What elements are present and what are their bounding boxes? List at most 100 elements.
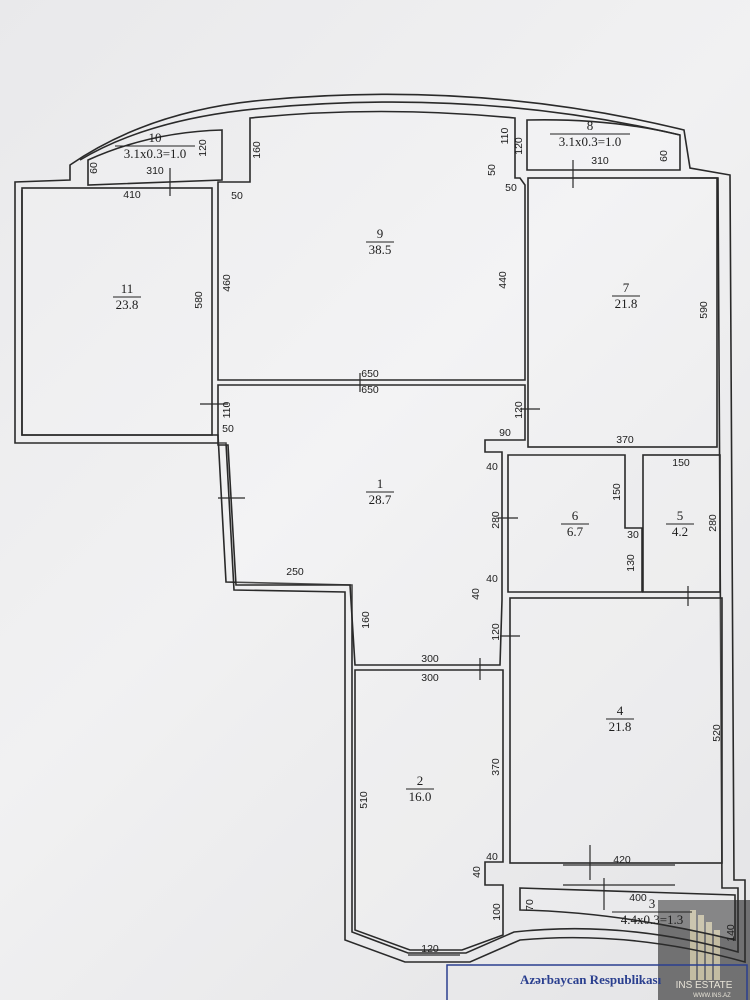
dimension-label: 40 [486,461,498,473]
dimension-label: 160 [360,611,372,629]
dimension-label: 310 [146,165,164,177]
dimension-label: 60 [88,162,100,174]
dimension-label: 90 [499,427,511,439]
dimension-label: 60 [658,150,670,162]
room-label-4: 421.8 [606,703,634,734]
room-2 [354,669,504,951]
dimension-label: 70 [524,899,536,911]
room-area: 4.4x0.3=1.3 [621,912,684,927]
dimension-label: 370 [616,434,634,446]
dimension-label: 160 [251,141,263,159]
room-7 [527,177,718,448]
dimension-label: 370 [490,758,502,776]
dimension-label: 520 [711,724,723,742]
room-number: 2 [417,773,424,788]
room-10 [87,129,223,186]
room-11 [21,187,213,436]
outer-wall [14,93,746,964]
room-area: 6.7 [567,524,584,539]
dimension-label: 120 [513,137,525,155]
dimension-label: 100 [491,903,503,921]
dimension-label: 110 [499,127,511,144]
room-area: 38.5 [369,242,392,257]
room-1 [217,384,526,666]
dimension-label: 40 [486,573,498,585]
dimension-label: 150 [672,457,690,469]
outer-wall-inner [21,177,739,954]
dimension-label: 50 [231,190,243,202]
dimension-label: 440 [497,271,509,289]
dimension-label: 50 [505,182,517,194]
room-area: 21.8 [609,719,632,734]
room-label-8: 83.1x0.3=1.0 [550,118,630,149]
room-label-9: 938.5 [366,226,394,257]
dimension-label: 300 [421,672,439,684]
room-number: 10 [149,130,162,145]
dimension-label: 150 [611,483,623,501]
dimension-label: 510 [358,791,370,809]
dimension-label: 50 [486,164,498,176]
room-label-1: 128.7 [366,476,394,507]
room-label-2: 216.0 [406,773,434,804]
dimension-label: 590 [698,301,710,319]
room-area: 3.1x0.3=1.0 [124,146,187,161]
room-label-10: 103.1x0.3=1.0 [115,130,195,161]
room-8 [526,119,681,171]
dimension-label: 140 [725,924,737,942]
room-4 [509,597,723,864]
room-area: 23.8 [116,297,139,312]
dimension-label: 400 [629,892,647,904]
dimension-label: 40 [471,866,483,878]
dimension-label: 420 [613,854,631,866]
dimension-label: 120 [490,623,502,641]
dimension-label: 250 [286,566,304,578]
dimension-label: 310 [591,155,609,167]
room-area: 3.1x0.3=1.0 [559,134,622,149]
room-area: 4.2 [672,524,688,539]
room-area: 16.0 [409,789,432,804]
dimension-label: 120 [197,139,209,157]
room-number: 4 [617,703,624,718]
room-labels: 128.7216.034.4x0.3=1.3421.854.266.7721.8… [113,118,694,927]
dimension-label: 120 [513,401,525,419]
dimension-label: 120 [421,943,439,955]
room-number: 1 [377,476,384,491]
room-number: 3 [649,896,656,911]
watermark-brand: INS ESTATE [676,980,733,991]
dimension-label: 30 [627,529,639,541]
dimension-label: 580 [193,291,205,309]
roof-arc [79,101,681,161]
dimension-label: 280 [707,514,719,532]
room-number: 9 [377,226,384,241]
room-number: 5 [677,508,684,523]
room-area: 28.7 [369,492,392,507]
dimension-label: 460 [221,274,233,292]
room-number: 7 [623,280,630,295]
room-3 [519,887,736,942]
dimension-label: 40 [486,851,498,863]
dimension-label: 300 [421,653,439,665]
room-number: 8 [587,118,594,133]
dimension-label: 280 [490,511,502,529]
dimension-label: 130 [625,554,637,572]
room-label-3: 34.4x0.3=1.3 [612,896,692,927]
stamp-text: Azərbaycan Respublikası [520,972,662,987]
stamp-border [446,964,748,1000]
dimension-label: 650 [361,368,379,380]
dimension-label: 40 [470,588,482,600]
room-9 [217,110,526,381]
watermark-url: WWW.INS.AZ [693,993,731,999]
dimension-label: 650 [361,384,379,396]
window-marks [169,160,689,956]
room-number: 11 [121,281,134,296]
room-label-7: 721.8 [612,280,640,311]
room-label-6: 66.7 [561,508,589,539]
dimension-label: 50 [222,423,234,435]
room-area: 21.8 [615,296,638,311]
room-number: 6 [572,508,579,523]
room-label-5: 54.2 [666,508,694,539]
dimension-label: 410 [123,189,141,201]
